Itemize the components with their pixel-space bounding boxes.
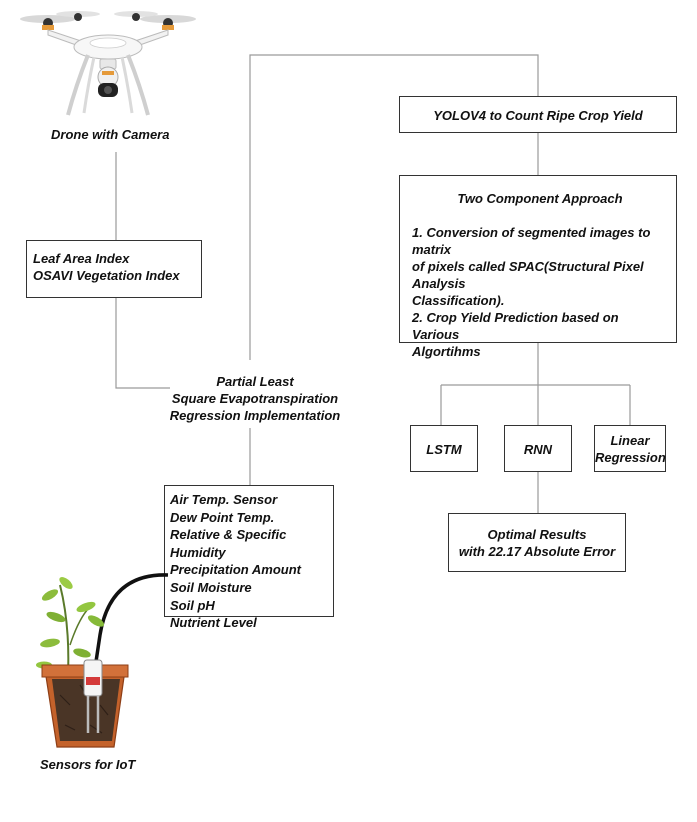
osavi-index-line: OSAVI Vegetation Index <box>33 268 180 283</box>
pls-to-yolo-connector <box>249 54 539 360</box>
pls-line-3: Regression Implementation <box>169 408 341 423</box>
leaf-index-box: Leaf Area Index OSAVI Vegetation Index <box>26 240 202 298</box>
pls-regression-label: Partial Least Square Evapotranspiration … <box>160 373 350 424</box>
sensor-list-box: Air Temp. Sensor Dew Point Temp. Relativ… <box>164 485 334 630</box>
sensor-item: Soil Moisture <box>170 579 252 595</box>
yolo-box: YOLOV4 to Count Ripe Crop Yield <box>399 96 677 133</box>
pls-line-1: Partial Least <box>216 374 294 389</box>
approach-line: 1. Conversion of segmented images to mat… <box>412 225 651 257</box>
yolo-text: YOLOV4 to Count Ripe Crop Yield <box>433 108 643 123</box>
sensor-item: Relative & Specific Humidity <box>170 527 287 560</box>
approach-line: Classification). <box>412 293 505 308</box>
two-component-box: Two Component Approach 1. Conversion of … <box>399 175 677 359</box>
sensor-item: Air Temp. Sensor <box>170 492 278 507</box>
lstm-box: LSTM <box>410 425 478 472</box>
regression-label: Regression <box>595 450 666 465</box>
sensor-item: Dew Point Temp. <box>170 509 275 525</box>
rnn-box: RNN <box>504 425 572 472</box>
linear-label: Linear <box>610 433 650 448</box>
leaf-index-line: Leaf Area Index <box>33 251 130 266</box>
result-line-2: with 22.17 Absolute Error <box>458 544 616 559</box>
sensor-item: Precipitation Amount <box>170 562 301 578</box>
approach-line: of pixels called SPAC(Structural Pixel A… <box>412 259 644 291</box>
potted-plant-sensor-icon <box>36 573 169 748</box>
pls-line-2: Square Evapotranspiration <box>171 391 339 406</box>
drone-icon <box>20 11 196 116</box>
sensor-item: Nutrient Level <box>170 615 257 631</box>
linear-regression-box: Linear Regression <box>594 425 666 472</box>
rnn-label: RNN <box>523 442 553 457</box>
leaf-to-pls-connector <box>115 298 170 389</box>
plant-caption: Sensors for IoT <box>40 757 136 772</box>
lstm-label: LSTM <box>426 442 462 457</box>
drone-caption: Drone with Camera <box>51 127 170 142</box>
sensor-item: Soil pH <box>170 597 215 613</box>
result-box: Optimal Results with 22.17 Absolute Erro… <box>448 513 626 572</box>
result-line-1: Optimal Results <box>487 527 587 542</box>
approach-line: Algortihms <box>412 344 481 359</box>
approach-line: 2. Crop Yield Prediction based on Variou… <box>412 310 619 342</box>
two-component-title: Two Component Approach <box>457 191 623 206</box>
